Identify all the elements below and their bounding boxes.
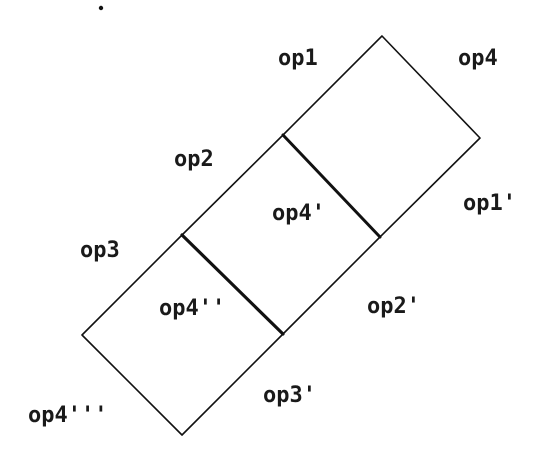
label-op4-double-prime: op4'' [159,296,226,321]
stray-dot [98,5,104,11]
label-op3-prime: op3' [263,383,316,408]
outline-top-right-edge [381,35,481,139]
outline-bottom-left-edge [81,334,183,436]
label-op2-prime: op2' [367,294,420,319]
label-op1: op1 [278,46,318,71]
label-op4-triple-prime: op4''' [28,403,108,428]
divider-lower [180,233,285,336]
label-op4-prime: op4' [272,201,325,226]
outline-left-edge [81,35,383,336]
label-op4: op4 [458,46,498,71]
label-op2: op2 [174,147,214,172]
divider-upper [281,133,382,239]
outline-right-edge [181,137,481,436]
label-op3: op3 [80,238,120,263]
label-op1-prime: op1' [463,191,516,216]
